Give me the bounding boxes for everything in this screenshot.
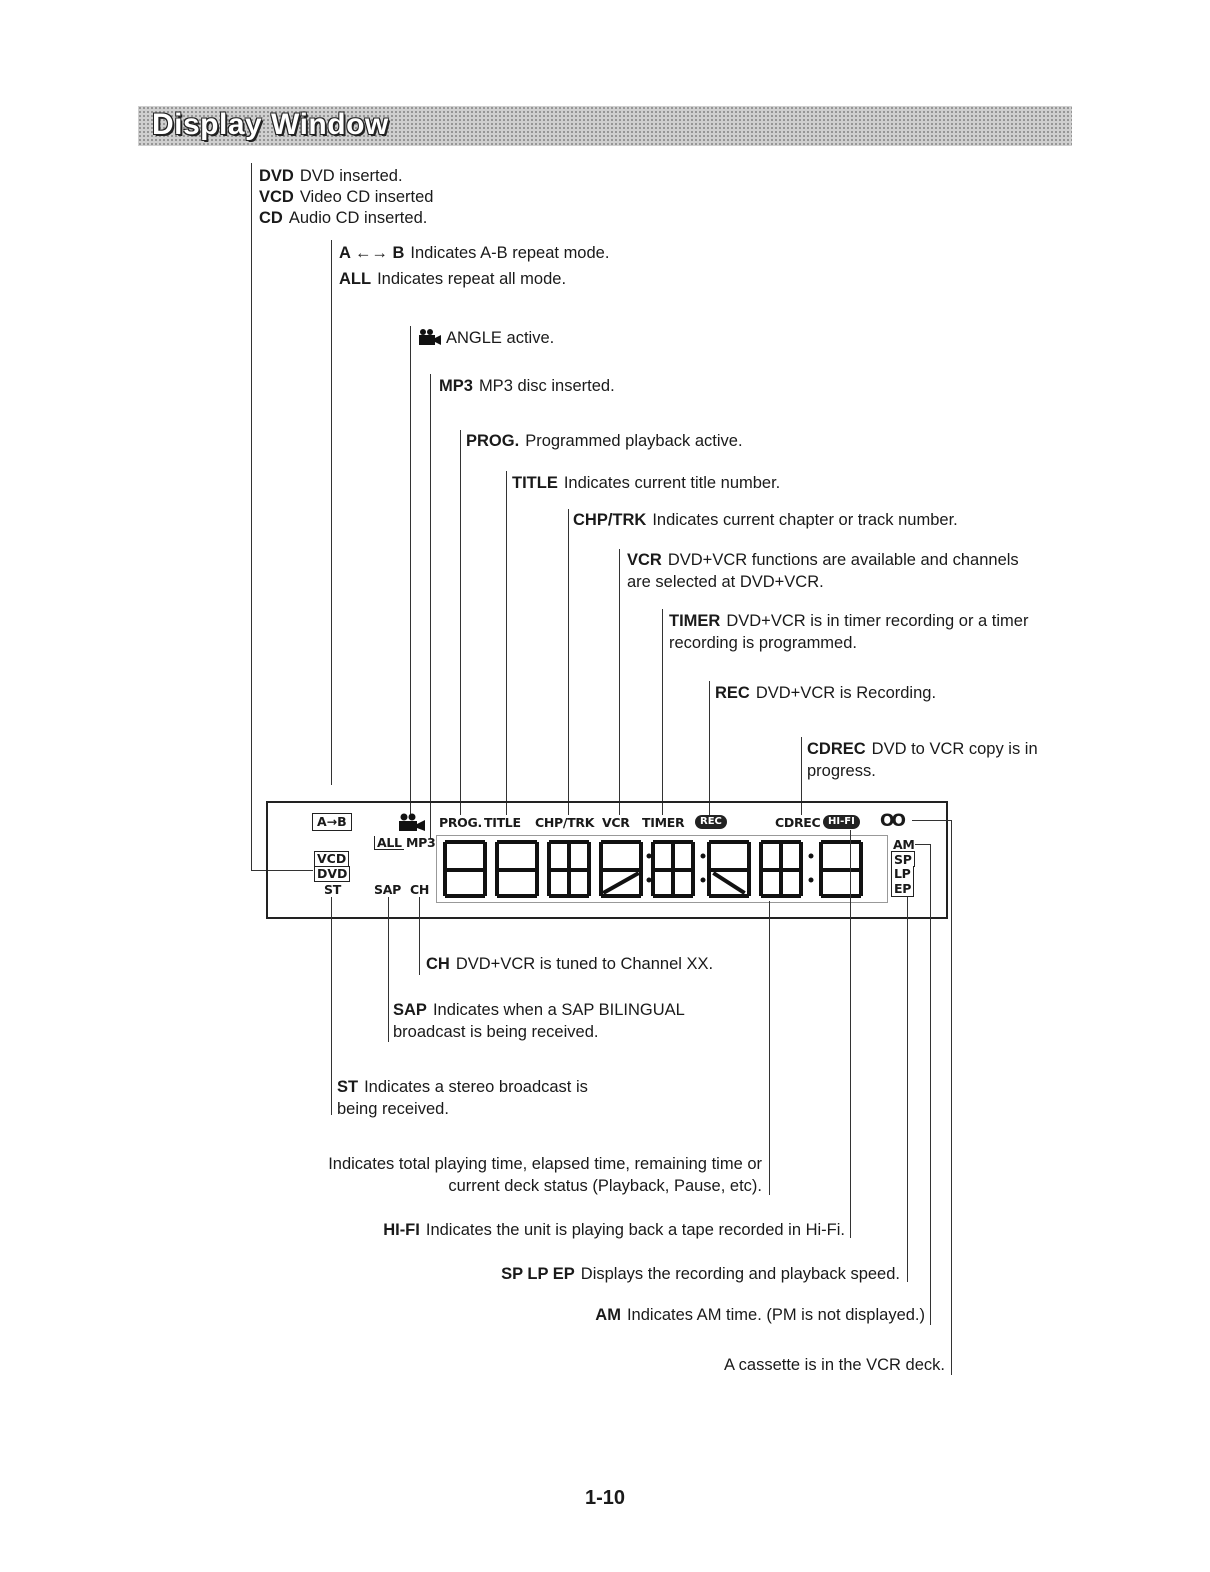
leader-line-disc [251, 163, 252, 870]
seven-segment-digits [443, 840, 863, 898]
lcd-am-indicator: AM [893, 837, 915, 852]
lcd-all-indicator: ALL [374, 836, 404, 850]
lcd-ep-indicator: EP [891, 881, 915, 897]
leader-line-angle [410, 326, 411, 814]
leader-line-st [331, 897, 332, 1115]
annotation-cassette: A cassette is in the VCR deck. [723, 1356, 945, 1374]
lcd-cassette-icon: OO [880, 811, 906, 831]
lcd-mp3-indicator: MP3 [406, 835, 436, 850]
leader-line-disc-h [251, 870, 313, 871]
lcd-angle-icon [399, 813, 425, 831]
leader-line-ch [419, 897, 420, 975]
lcd-title-indicator: TITLE [484, 815, 521, 830]
lcd-lp-indicator: LP [891, 866, 914, 881]
lcd-sap-indicator: SAP [374, 882, 401, 897]
leader-line-vcr [619, 549, 620, 815]
lcd-sp-indicator: SP [891, 851, 915, 867]
annotation-time-display: Indicates total playing time, elapsed ti… [328, 1155, 762, 1195]
leader-line-speed [907, 897, 908, 1282]
leader-line-title [506, 471, 507, 815]
leader-line-hifi [850, 830, 851, 1238]
leader-line-prog [460, 430, 461, 815]
section-title: Display Window [152, 108, 389, 141]
leader-line-am [930, 844, 931, 1325]
lcd-vcr-indicator: VCR [602, 815, 630, 830]
leader-line-mp3 [430, 374, 431, 839]
angle-camera-icon [419, 329, 441, 345]
leader-line-cassette-h [912, 820, 951, 821]
lcd-prog-indicator: PROG. [439, 815, 482, 830]
lcd-st-indicator: ST [324, 882, 341, 897]
leader-line-timer [662, 609, 663, 815]
leader-line-rec [709, 681, 710, 815]
display-window-panel [266, 801, 948, 919]
annotation-prog: PROG.Programmed playback active. [466, 432, 743, 450]
leader-line-cdrec [801, 737, 802, 815]
leader-line-chptrk [568, 509, 569, 815]
leader-line-sap [388, 897, 389, 1042]
leader-line-ab [331, 240, 332, 785]
annotation-angle: ANGLE active. [418, 327, 554, 349]
page-number: 1-10 [584, 1487, 626, 1509]
leader-line-cassette [951, 820, 952, 1375]
lcd-hifi-indicator: HI-FI [823, 815, 860, 829]
leader-line-am-h [915, 844, 930, 845]
lcd-dvd-indicator: DVD [314, 866, 351, 882]
section-header-banner: Display Window [138, 106, 1072, 146]
lcd-time-digits [436, 835, 888, 903]
lcd-vcd-indicator: VCD [314, 851, 350, 867]
lcd-chptrk-indicator: CHP/TRK [535, 815, 595, 830]
lcd-cdrec-indicator: CDREC [775, 815, 821, 830]
lcd-timer-indicator: TIMER [642, 815, 685, 830]
lcd-rec-indicator: REC [695, 815, 727, 829]
lcd-ab-indicator: A→B [312, 813, 352, 831]
lcd-ch-indicator: CH [410, 882, 430, 897]
leader-line-time [769, 901, 770, 1195]
